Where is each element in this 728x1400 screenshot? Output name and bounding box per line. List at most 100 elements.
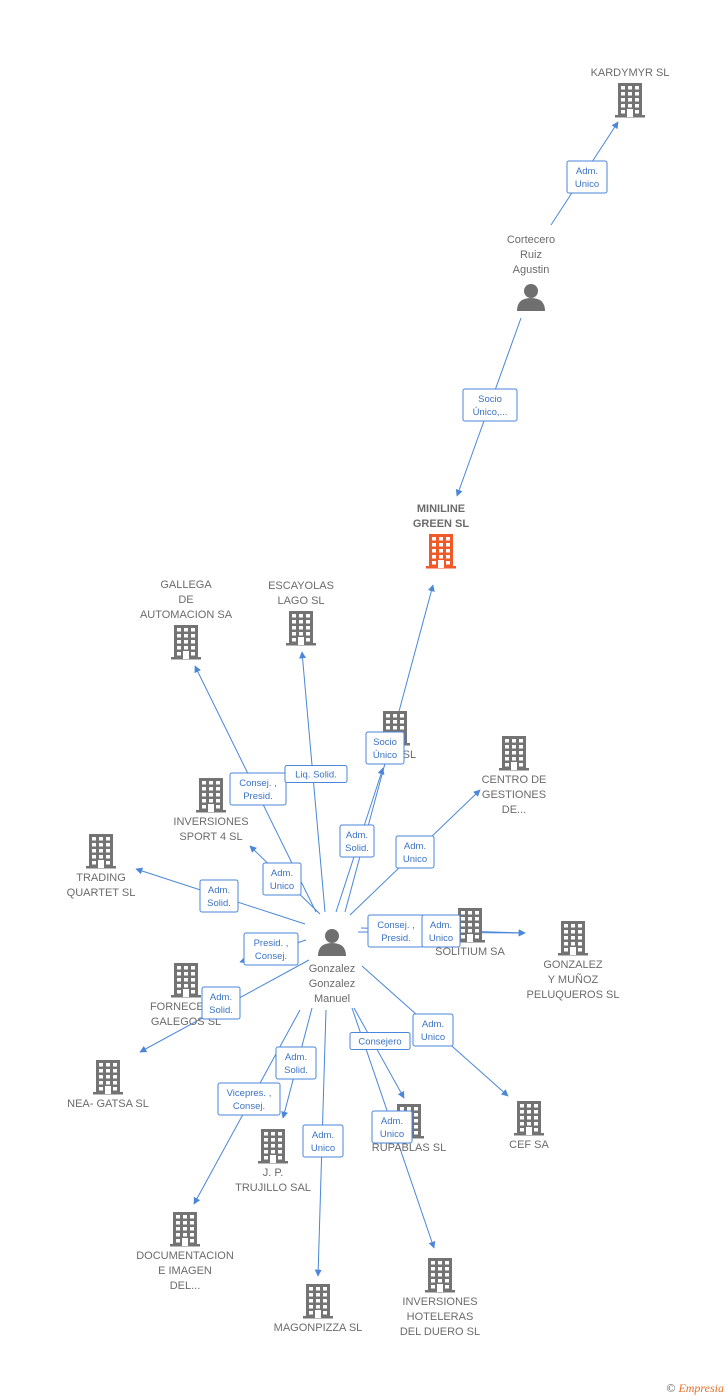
relation-label-gonzalez-solitium[interactable]: Consej. ,Presid.	[367, 914, 425, 948]
relation-label-gonzalez-escayolas[interactable]: Liq. Solid.	[284, 765, 348, 783]
relation-label-gonzalez-magonpizza[interactable]: Adm.Unico	[302, 1124, 344, 1158]
relation-label-line: Consej.	[233, 1101, 265, 1112]
company-node-magonpizza[interactable]: MAGONPIZZA SL	[274, 1284, 363, 1334]
brand-logo[interactable]: Empresia	[678, 1381, 724, 1395]
relation-label-line: Adm.	[430, 920, 452, 931]
node-label: INVERSIONES	[402, 1296, 477, 1308]
node-label: TRUJILLO SAL	[235, 1182, 311, 1194]
relation-label-line: Adm.	[346, 830, 368, 841]
edges-layer	[135, 121, 619, 1277]
relation-label-gonzalez-trujillo[interactable]: Adm. Solid.	[275, 1046, 317, 1080]
relation-label-line: Único,...	[473, 407, 508, 418]
relation-label-gonzalez-gonzalez_munoz[interactable]: Adm. Unico	[421, 914, 461, 948]
company-node-trading[interactable]: TRADING QUARTET SL	[67, 834, 136, 899]
relation-label-gonzalez-cef[interactable]: Adm. Unico	[412, 1013, 454, 1047]
relation-label-line: Solid.	[284, 1065, 308, 1076]
relation-label-line: Unico	[403, 854, 427, 865]
node-label: DEL...	[170, 1280, 201, 1292]
node-label: RUPABLAS SL	[372, 1142, 446, 1154]
nodes-layer: KARDYMYR SL CorteceroRuizAgustinMINILINEG…	[67, 67, 670, 1338]
relation-label-line: Único	[373, 750, 397, 761]
relation-label-gonzalez-gallega[interactable]: Consej. , Presid.	[229, 772, 287, 806]
node-label: J. P.	[263, 1167, 284, 1179]
person-icon	[517, 284, 545, 311]
company-node-solitium[interactable]: SOLITIUM SA	[435, 908, 505, 958]
building-icon	[171, 625, 201, 660]
relation-label-gonzalez-trading[interactable]: Adm.Solid.	[199, 879, 239, 913]
relation-edge-gonzalez-rupablas	[353, 1007, 405, 1099]
node-label: LAGO SL	[277, 595, 324, 607]
relation-label-cortecero-kardymyr[interactable]: Adm.Unico	[566, 160, 608, 194]
relation-label-line: Adm.	[271, 868, 293, 879]
relation-label-gonzalez-documentacion[interactable]: Vicepres. ,Consej.	[217, 1082, 281, 1116]
node-label: MAGONPIZZA SL	[274, 1322, 363, 1334]
building-icon	[425, 1258, 455, 1293]
relation-label-line: Adm.	[312, 1130, 334, 1141]
relation-label-line: Adm.	[422, 1019, 444, 1030]
relation-label-line: Presid. ,	[254, 938, 289, 949]
relation-label-line: Presid.	[243, 791, 273, 802]
node-label: INVERSIONES	[173, 816, 248, 828]
node-label: CENTRO DE	[482, 774, 547, 786]
node-label: TRADING	[76, 872, 126, 884]
node-label: QUARTET SL	[67, 887, 136, 899]
relation-label-line: Adm.	[210, 992, 232, 1003]
relation-label-gonzalez-inv_hoteleras[interactable]: Adm.Unico	[371, 1110, 413, 1144]
relation-label-line: Socio	[373, 737, 397, 748]
relation-label-line: Consejero	[358, 1037, 401, 1048]
relation-label-line: Solid.	[207, 898, 231, 909]
building-icon	[558, 921, 588, 956]
relation-label-line: Unico	[575, 179, 599, 190]
relation-label-gonzalez-inversiones_sport[interactable]: Adm.Unico	[262, 862, 302, 896]
relation-label-line: Adm.	[381, 1116, 403, 1127]
copyright-icon: ©	[666, 1381, 676, 1395]
company-node-kardymyr[interactable]: KARDYMYR SL	[591, 67, 670, 118]
building-icon	[499, 736, 529, 771]
building-icon	[170, 1212, 200, 1247]
relation-label-gonzalez-fornecem[interactable]: Presid. ,Consej.	[243, 932, 299, 966]
building-icon	[93, 1060, 123, 1095]
relation-label-line: Liq. Solid.	[295, 770, 337, 781]
company-node-trujillo[interactable]: J. P. TRUJILLO SAL	[235, 1129, 311, 1194]
node-label: E IMAGEN	[158, 1265, 212, 1277]
relation-label-gonzalez-ms[interactable]: Adm. Solid.	[339, 824, 375, 858]
node-label: Manuel	[314, 993, 350, 1005]
relation-label-line: Adm.	[285, 1052, 307, 1063]
relation-label-line: Solid.	[345, 843, 369, 854]
relation-label-line: Unico	[421, 1032, 445, 1043]
relation-label-line: Unico	[429, 933, 453, 944]
building-icon	[196, 778, 226, 813]
company-node-cef[interactable]: CEF SA	[509, 1101, 550, 1151]
node-label: Gonzalez	[309, 963, 355, 975]
building-icon	[258, 1129, 288, 1164]
company-node-centro[interactable]: CENTRO DE GESTIONES DE...	[482, 736, 547, 816]
relation-label-line: Consej. ,	[239, 778, 277, 789]
node-label: DE...	[502, 804, 526, 816]
relation-label-gonzalez-rupablas[interactable]: Consejero	[349, 1032, 411, 1050]
relation-label-gonzalez-neagatsa[interactable]: Adm.Solid.	[201, 986, 241, 1020]
relation-label-cortecero-miniline[interactable]: SocioÚnico,...	[462, 388, 518, 422]
node-label: NEA- GATSA SL	[67, 1098, 149, 1110]
relation-label-line: Presid.	[381, 933, 411, 944]
company-node-neagatsa[interactable]: NEA- GATSA SL	[67, 1060, 149, 1110]
relation-label-line: Adm.	[404, 841, 426, 852]
node-label: GESTIONES	[482, 789, 546, 801]
node-label: Cortecero	[507, 234, 555, 246]
building-icon	[615, 83, 645, 118]
building-icon	[86, 834, 116, 869]
node-label: Agustin	[513, 264, 550, 276]
node-label: DEL DUERO SL	[400, 1326, 480, 1338]
node-label: DE	[178, 594, 193, 606]
relation-label-gonzalez-centro[interactable]: Adm. Unico	[395, 835, 435, 869]
